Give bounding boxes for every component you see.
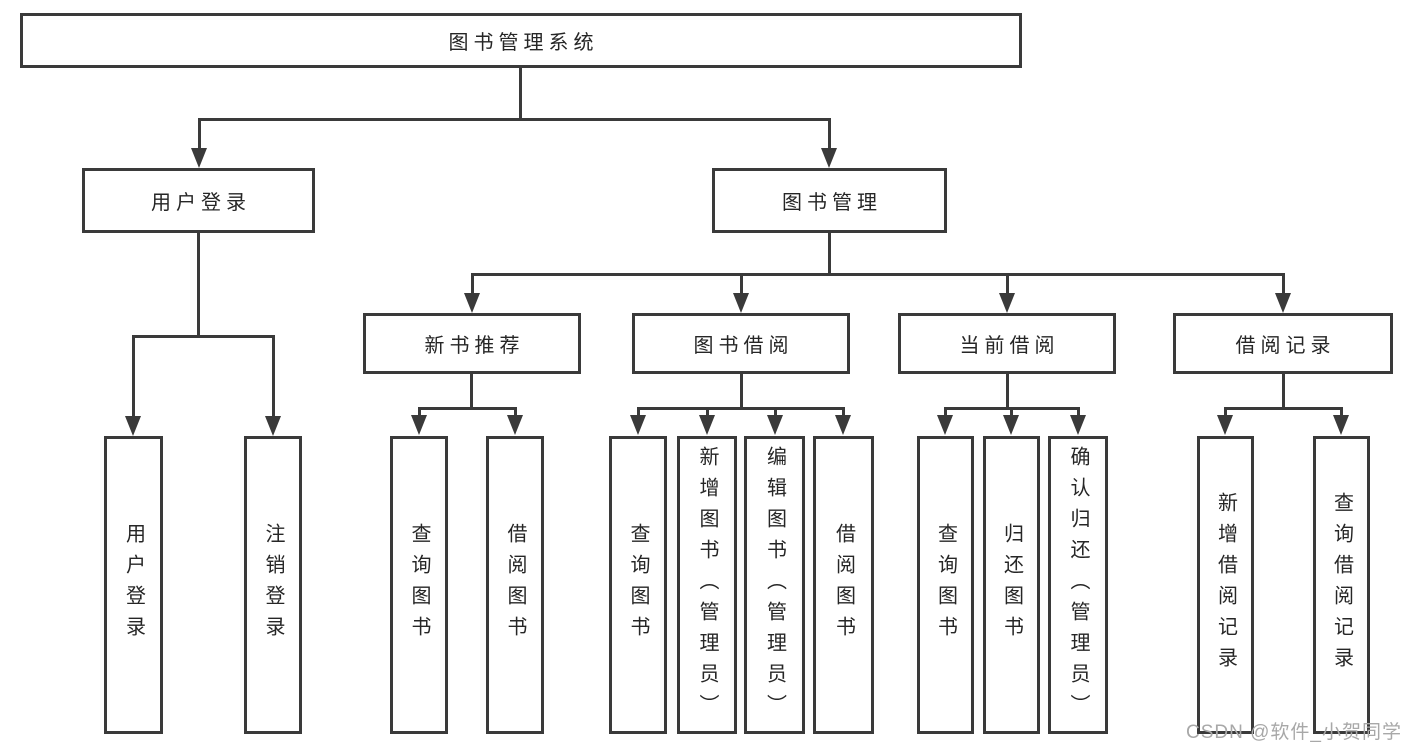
- leaf-borrow-book: 借阅图书: [813, 436, 874, 734]
- node-system-root: 图书管理系统: [20, 13, 1022, 68]
- connector-stub-book-mgmt: [828, 233, 831, 276]
- node-label: 编辑图书（管理员）: [763, 445, 786, 725]
- connector-branch-root: [198, 118, 830, 121]
- arrowhead-icon: [630, 415, 646, 435]
- node-current-borrow: 当前借阅: [898, 313, 1116, 374]
- leaf-query-borrow-record: 查询借阅记录: [1313, 436, 1370, 734]
- connector-branch: [637, 407, 844, 410]
- connector-stub: [740, 374, 743, 410]
- connector-stub-user-login: [197, 233, 200, 338]
- arrowhead-icon: [733, 293, 749, 313]
- connector-drop: [1282, 273, 1285, 297]
- leaf-query-book: 查询图书: [917, 436, 974, 734]
- connector-stub: [1282, 374, 1285, 410]
- arrowhead-icon: [1217, 415, 1233, 435]
- node-label: 借阅图书: [832, 523, 855, 647]
- node-label: 图书管理: [782, 192, 882, 214]
- leaf-logout: 注销登录: [244, 436, 302, 734]
- arrowhead-icon: [821, 148, 837, 168]
- connector-branch-book-mgmt: [471, 273, 1284, 276]
- connector-drop: [132, 335, 135, 423]
- node-label: 注销登录: [262, 523, 284, 647]
- arrowhead-icon: [937, 415, 953, 435]
- connector-stub: [470, 374, 473, 410]
- arrowhead-icon: [411, 415, 427, 435]
- node-label: 用户登录: [122, 523, 145, 647]
- node-label: 归还图书: [1000, 523, 1023, 647]
- connector-drop-book-mgmt: [828, 118, 831, 152]
- leaf-borrow-book: 借阅图书: [486, 436, 544, 734]
- node-book-mgmt-group: 图书管理: [712, 168, 947, 233]
- leaf-edit-book-admin: 编辑图书（管理员）: [744, 436, 805, 734]
- leaf-confirm-return-admin: 确认归还（管理员）: [1048, 436, 1108, 734]
- connector-drop: [272, 335, 275, 423]
- node-label: 查询图书: [408, 523, 430, 647]
- arrowhead-icon: [464, 293, 480, 313]
- node-label: 用户登录: [151, 192, 251, 214]
- node-label: 新增借阅记录: [1214, 492, 1237, 678]
- node-label: 新书推荐: [424, 335, 525, 357]
- connector-drop-user-login: [198, 118, 201, 152]
- arrowhead-icon: [191, 148, 207, 168]
- node-label: 查询图书: [627, 523, 649, 647]
- node-user-login-group: 用户登录: [82, 168, 315, 233]
- arrowhead-icon: [265, 416, 281, 436]
- leaf-add-book-admin: 新增图书（管理员）: [677, 436, 737, 734]
- node-label: 确认归还（管理员）: [1067, 445, 1089, 725]
- connector-drop: [471, 273, 474, 297]
- node-label: 查询图书: [934, 523, 957, 647]
- arrowhead-icon: [1070, 415, 1086, 435]
- arrowhead-icon: [699, 415, 715, 435]
- arrowhead-icon: [1275, 293, 1291, 313]
- leaf-add-borrow-record: 新增借阅记录: [1197, 436, 1254, 734]
- arrowhead-icon: [1333, 415, 1349, 435]
- node-label: 借阅记录: [1235, 335, 1336, 357]
- leaf-query-book: 查询图书: [390, 436, 448, 734]
- node-label: 图书管理系统: [448, 32, 599, 54]
- arrowhead-icon: [835, 415, 851, 435]
- node-borrow-record: 借阅记录: [1173, 313, 1393, 374]
- connector-stub-root: [519, 68, 522, 118]
- leaf-user-login: 用户登录: [104, 436, 163, 734]
- node-label: 当前借阅: [959, 335, 1060, 357]
- leaf-return-book: 归还图书: [983, 436, 1040, 734]
- arrowhead-icon: [767, 415, 783, 435]
- connector-branch: [418, 407, 516, 410]
- node-label: 借阅图书: [504, 523, 526, 647]
- arrowhead-icon: [1003, 415, 1019, 435]
- csdn-watermark: CSDN @软件_小贺同学: [1186, 722, 1402, 743]
- leaf-query-book: 查询图书: [609, 436, 667, 734]
- arrowhead-icon: [125, 416, 141, 436]
- arrowhead-icon: [507, 415, 523, 435]
- node-label: 查询借阅记录: [1330, 492, 1353, 678]
- node-book-borrow: 图书借阅: [632, 313, 850, 374]
- node-new-book-recommend: 新书推荐: [363, 313, 581, 374]
- connector-branch-user-login: [132, 335, 275, 338]
- connector-stub: [1006, 374, 1009, 410]
- arrowhead-icon: [999, 293, 1015, 313]
- node-label: 新增图书（管理员）: [696, 445, 718, 725]
- connector-branch: [1224, 407, 1342, 410]
- connector-drop: [740, 273, 743, 297]
- connector-drop: [1006, 273, 1009, 297]
- node-label: 图书借阅: [693, 335, 794, 357]
